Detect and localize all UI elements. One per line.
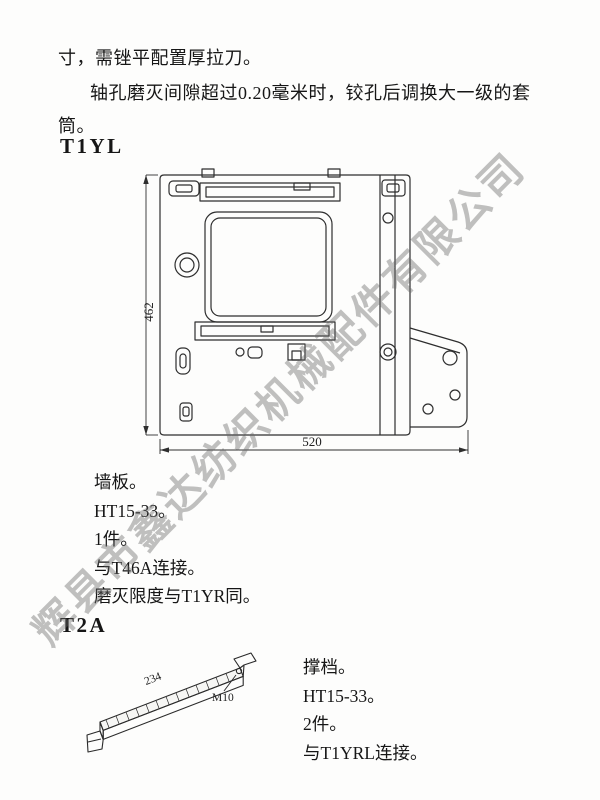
small-slot [247, 346, 263, 359]
intro-line-3: 筒。 [58, 116, 95, 136]
t2a-note-line: 2件。 [303, 714, 347, 734]
dim-height-label: 462 [141, 302, 156, 322]
intro-line-1: 寸，需锉平配置厚拉刀。 [58, 48, 262, 68]
left-slot-lower [179, 402, 193, 422]
extension-hole-2 [449, 389, 461, 401]
extension-hole-1 [442, 350, 458, 366]
dimension-arrowheads [143, 175, 468, 453]
section-heading-t2a: T2A [60, 613, 108, 637]
t2a-notes: 撑档。 HT15-33。 2件。 与T1YRL连接。 [303, 653, 427, 767]
bracket-left-foot [86, 730, 104, 753]
top-right-slot [381, 179, 406, 197]
top-tab-right [327, 168, 341, 178]
t2a-note-line: 撑档。 [303, 657, 356, 677]
bracket-linework [86, 652, 257, 753]
left-slot-upper [175, 347, 191, 375]
boss-hole [174, 252, 200, 278]
right-extension-plate [409, 327, 468, 428]
t1yl-notes: 墙板。 HT15-33。 1件。 与T46A连接。 磨灭限度与T1YR同。 [94, 468, 260, 611]
bracket-hatching [105, 673, 230, 729]
t1yl-note-line: 与T46A连接。 [94, 557, 205, 578]
strip-hole-upper [382, 212, 394, 224]
bracket-front-face [102, 675, 244, 740]
top-left-slot [168, 180, 200, 197]
small-bracket [287, 343, 306, 361]
dim-width-label: 520 [302, 434, 322, 449]
m10-leader-line [223, 674, 237, 692]
t2a-note-line: 与T1YRL连接。 [303, 742, 428, 763]
m10-hole [235, 667, 243, 675]
t1yl-note-line: HT15-33。 [94, 500, 176, 521]
extension-inner-line [409, 337, 461, 354]
t1yl-wall-plate-drawing: 462 520 [141, 168, 469, 454]
t1yl-note-line: 墙板。 [94, 472, 147, 492]
wall-plate-linework [145, 168, 469, 454]
extension-hole-3 [422, 403, 434, 415]
t1yl-note-line: 磨灭限度与T1YR同。 [94, 586, 261, 606]
small-hole [235, 347, 245, 357]
section-heading-t1yl: T1YL [60, 134, 124, 158]
top-rail [199, 182, 341, 202]
strip-hole-lower [379, 343, 397, 361]
mid-rail [194, 321, 336, 341]
t1yl-note-line: 1件。 [94, 529, 138, 549]
wall-plate-outline [159, 174, 411, 436]
center-opening [204, 211, 333, 323]
t2a-bracket-drawing: 234 M10 [86, 652, 257, 753]
top-tab-left [201, 168, 215, 178]
bracket-right-tab [233, 652, 257, 677]
dim-length-label: 234 [143, 670, 164, 687]
intro-line-2: 轴孔磨灭间隙超过0.20毫米时，铰孔后调换大一级的套 [90, 83, 531, 103]
thread-size-label: M10 [212, 692, 234, 704]
t2a-note-line: HT15-33。 [303, 685, 385, 706]
